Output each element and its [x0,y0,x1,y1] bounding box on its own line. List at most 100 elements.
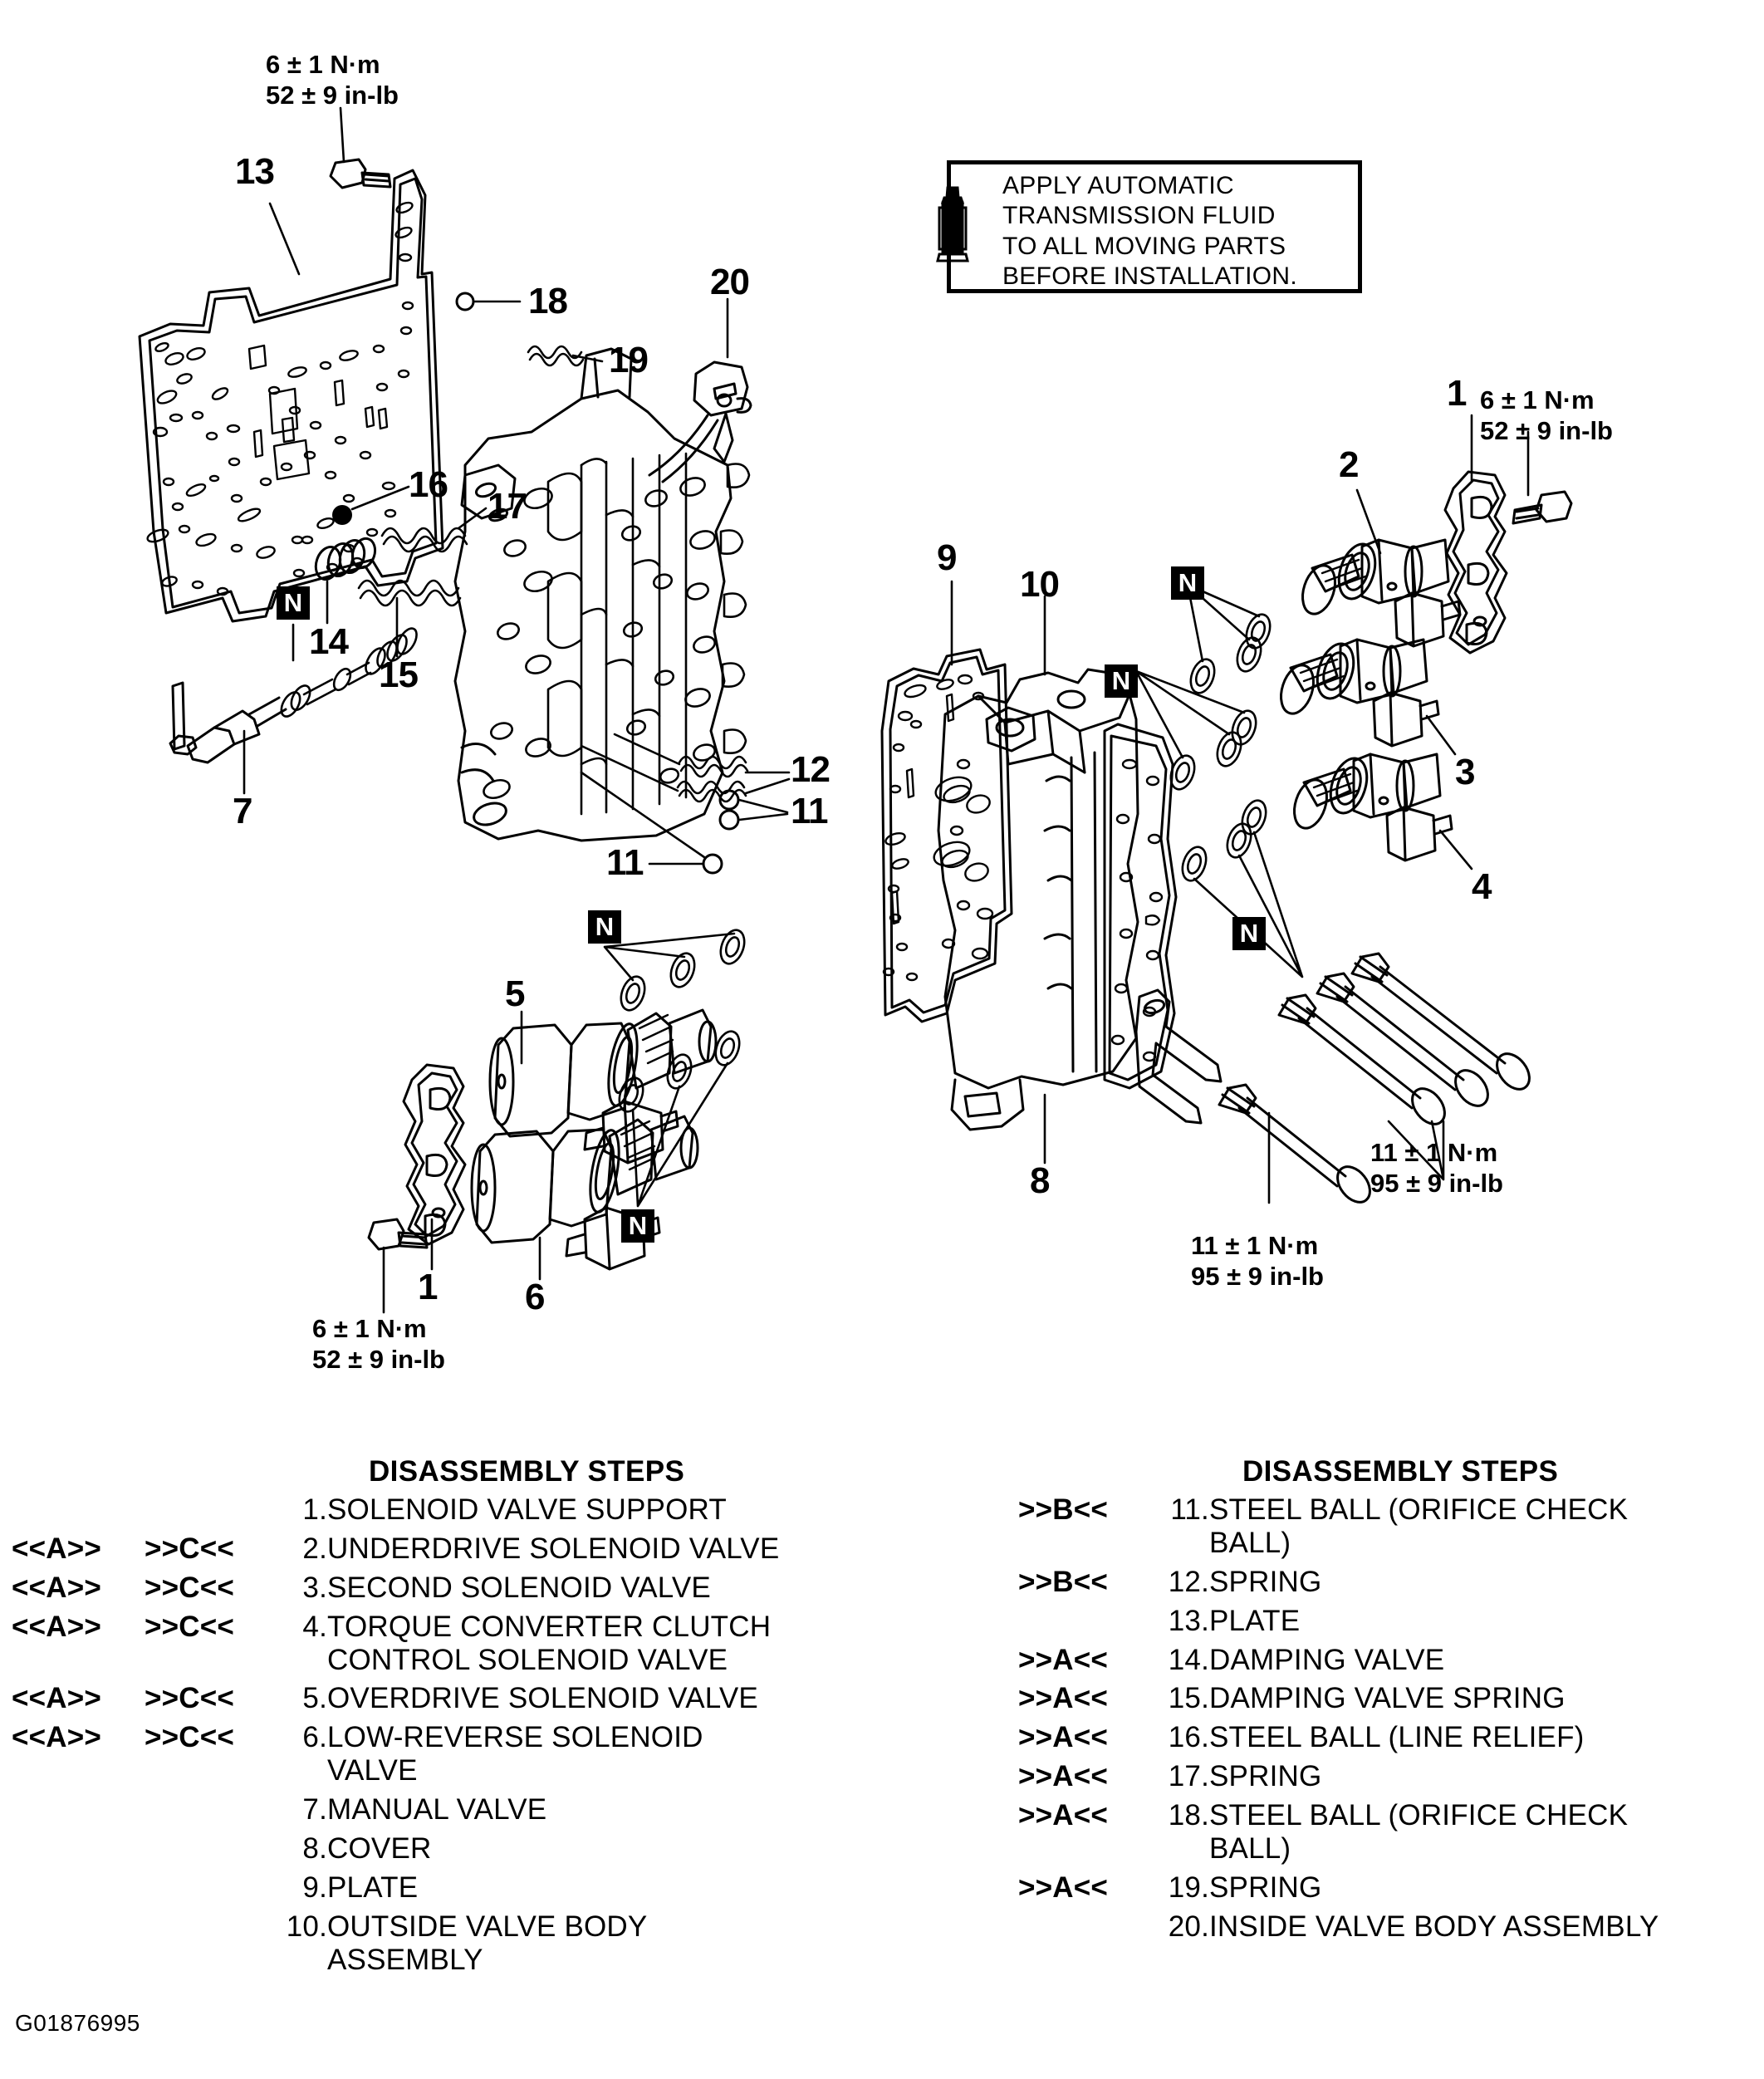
callout-2: 2 [1339,444,1360,485]
callout-1-right: 1 [1447,373,1468,414]
step-description: STEEL BALL (ORIFICE CHECK BALL) [1209,1799,1629,1866]
steps-left-row: 1.SOLENOID VALVE SUPPORT [12,1493,779,1532]
part-damping-valve-14 [314,537,377,581]
step-description: COVER [327,1832,432,1866]
callout-20: 20 [710,262,750,302]
step-number: 6. [302,1721,327,1754]
part-solenoid-support-1-left [402,1063,467,1246]
steps-left-row: 9.PLATE [12,1871,779,1910]
step-description: SOLENOID VALVE SUPPORT [327,1493,727,1526]
steps-right-row: >>B<<12.SPRING [1018,1566,1659,1605]
exploded-view-illustration [138,106,1573,1314]
step-description: UNDERDRIVE SOLENOID VALVE [327,1532,780,1565]
step-mark: >>A<< [1018,1799,1109,1832]
step-description: PLATE [327,1871,419,1904]
part-inside-valve-body-20 [453,347,752,842]
part-plate-13 [138,169,444,623]
step-mark: >>A<< [1018,1871,1109,1904]
torque-inlb: 52 ± 9 in-lb [1480,415,1613,445]
part-outside-valve-body-10 [933,668,1178,1131]
step-number: 13. [1168,1604,1209,1637]
torque-nm: 6 ± 1 N·m [1480,385,1595,414]
part-spring-17 [380,527,468,553]
steps-right-row: 20.INSIDE VALVE BODY ASSEMBLY [1018,1910,1659,1949]
callout-13: 13 [235,151,275,192]
n-marker-1: N [277,586,310,620]
step-number: 11. [1170,1493,1209,1526]
part-solenoid-valve-4 [1293,753,1453,862]
part-manual-valve-7 [169,627,418,764]
step-description: LOW-REVERSE SOLENOID VALVE [327,1721,703,1787]
step-mark-c: >>C<< [145,1532,235,1565]
step-mark-a [12,1832,145,1871]
steps-left-row: 7.MANUAL VALVE [12,1793,779,1832]
note-box: APPLY AUTOMATIC TRANSMISSION FLUID TO AL… [936,160,1362,293]
part-bolt-top-left [329,158,392,189]
step-mark-c: >>C<< [145,1721,235,1754]
steps-left-table: 1.SOLENOID VALVE SUPPORT<<A>>>>C<<2.UNDE… [12,1493,779,1983]
step-mark [1018,1605,1151,1644]
step-mark-a [12,1910,145,1983]
steps-left-row: <<A>>>>C<<2.UNDERDRIVE SOLENOID VALVE [12,1532,779,1572]
step-description: SPRING [1209,1565,1322,1598]
callout-18: 18 [528,281,568,321]
steps-right-row: >>B<< 11.STEEL BALL (ORIFICE CHECK BALL) [1018,1493,1659,1566]
torque-inlb: 52 ± 9 in-lb [266,80,399,110]
step-mark-a: <<A>> [12,1721,102,1754]
part-cover-8 [1134,988,1223,1125]
step-number: 10. [286,1910,327,1943]
step-description: OVERDRIVE SOLENOID VALVE [327,1682,758,1715]
steps-right-row: >>A<< 17.SPRING [1018,1760,1659,1799]
part-bolt-right [1512,490,1573,525]
step-mark-a: <<A>> [12,1571,102,1604]
step-mark: >>A<< [1018,1760,1109,1793]
callout-15: 15 [379,655,419,695]
step-description: DAMPING VALVE SPRING [1209,1682,1566,1715]
part-spring-19 [527,345,585,367]
callout-5: 5 [505,973,526,1014]
step-mark: >>B<< [1018,1493,1109,1526]
part-orings-right [1169,613,1272,882]
step-mark-a [12,1871,145,1910]
callout-17: 17 [488,486,527,527]
steps-left-row: 8.COVER [12,1832,779,1871]
n-marker-5: N [1105,664,1138,698]
step-mark-c [145,1832,269,1871]
steps-left-row: <<A>>>>C<<4.TORQUE CONVERTER CLUTCH CONT… [12,1611,779,1683]
steps-right-block: DISASSEMBLY STEPS >>B<<11.STEEL BALL (OR… [1018,1455,1659,1949]
step-description: TORQUE CONVERTER CLUTCH CONTROL SOLENOID… [327,1610,772,1676]
step-number: 1. [302,1493,327,1526]
figure-code: G01876995 [15,2010,140,2036]
part-solenoid-valve-2 [1301,538,1462,648]
step-number: 4. [302,1610,327,1643]
step-description: SPRING [1209,1760,1322,1793]
n-marker-2: N [588,910,621,944]
steps-right-row: >>A<<18.STEEL BALL (ORIFICE CHECK BALL) [1018,1799,1659,1871]
steps-right-row: >>A<<14.DAMPING VALVE [1018,1644,1659,1683]
torque-nm: 11 ± 1 N·m [1370,1138,1498,1167]
step-number: 9. [302,1871,327,1904]
steps-left-row: <<A>>>>C<<5.OVERDRIVE SOLENOID VALVE [12,1682,779,1721]
torque-nm: 11 ± 1 N·m [1191,1231,1319,1260]
steps-right-row: 13.PLATE [1018,1605,1659,1644]
step-description: STEEL BALL (ORIFICE CHECK BALL) [1209,1493,1629,1559]
step-mark [1018,1910,1151,1949]
callout-16: 16 [409,464,448,505]
step-mark: >>A<< [1018,1682,1109,1715]
part-orings-left [618,929,746,1113]
n-marker-4: N [1171,566,1204,600]
torque-nm: 6 ± 1 N·m [266,50,380,79]
callout-9: 9 [937,537,958,578]
step-number: 12. [1168,1565,1209,1598]
torque-spec-bottom-bolt: 11 ± 1 N·m 95 ± 9 in-lb [1191,1231,1324,1292]
callout-1-left: 1 [418,1267,439,1307]
part-solenoid-support-1-right [1443,470,1508,655]
part-springs-12 [676,755,749,803]
callout-12: 12 [791,749,831,790]
torque-inlb: 95 ± 9 in-lb [1370,1168,1503,1198]
step-mark-c [145,1493,269,1532]
step-description: SECOND SOLENOID VALVE [327,1571,711,1604]
step-number: 17. [1168,1760,1209,1793]
step-mark-a: <<A>> [12,1532,102,1565]
step-number: 7. [302,1793,327,1826]
